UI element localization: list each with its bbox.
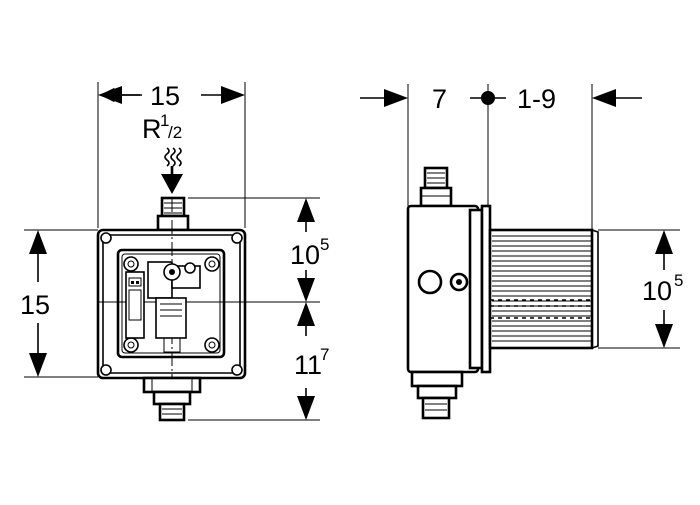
- front-view: 15 R 1 /2: [20, 81, 329, 422]
- side-lower-fitting: [410, 370, 464, 420]
- front-lower-fitting: [142, 376, 202, 422]
- side-depth-dimensions: 7 1-9: [360, 84, 642, 230]
- front-height-label: 15: [20, 290, 50, 320]
- upper-dim-sup: 5: [320, 235, 329, 254]
- front-height-dimension: 15: [20, 229, 98, 378]
- side-view: 7 1-9: [360, 84, 683, 420]
- side-height-label: 10: [642, 276, 672, 306]
- lower-dim-sup: 7: [320, 345, 329, 364]
- side-height-dimension: 10 5: [598, 229, 683, 349]
- side-corrugated-sleeve: [488, 228, 599, 350]
- connection-label-sub: /2: [168, 123, 182, 142]
- side-adjust-label: 1-9: [517, 84, 556, 114]
- upper-dim-label: 10: [290, 240, 320, 270]
- connection-label-r: R: [142, 114, 162, 144]
- front-vertical-dimensions: 10 5 11 7: [188, 197, 329, 421]
- side-depth-label: 7: [432, 84, 447, 114]
- water-inlet-arrow: [161, 147, 183, 194]
- side-housing: [406, 204, 492, 374]
- side-height-sup: 5: [674, 271, 683, 290]
- connection-label-sup: 1: [160, 111, 169, 130]
- front-width-dimension: 15: [97, 81, 246, 228]
- front-upper-fitting: [156, 196, 190, 232]
- front-width-label: 15: [150, 81, 180, 111]
- front-housing: [96, 198, 320, 420]
- connection-label: R 1 /2: [142, 111, 182, 144]
- side-upper-fitting: [419, 166, 453, 208]
- lower-dim-label: 11: [294, 350, 322, 380]
